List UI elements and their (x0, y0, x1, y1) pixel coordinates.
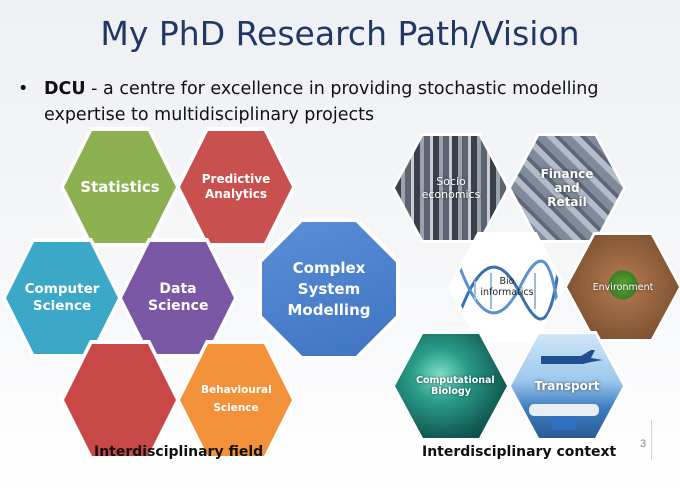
bioinformatics-label: Bio informatics (480, 276, 534, 298)
dna-helix-icon (457, 259, 561, 321)
context-hex-transport: Transport (511, 334, 623, 438)
airplane-icon (529, 350, 603, 430)
environment-label: Environment (592, 281, 654, 293)
transport-label: Transport (534, 379, 600, 393)
caption-interdisciplinary-context: Interdisciplinary context (422, 444, 617, 460)
caption-interdisciplinary-field: Interdisciplinary field (94, 444, 264, 460)
hex-computer-science-label: Computer Science (24, 281, 100, 314)
complex-system-modelling-octagon: Complex System Modelling (262, 222, 396, 356)
page-number-divider (651, 420, 652, 460)
bullet-text: DCU - a centre for excellence in providi… (44, 76, 644, 128)
finance-retail-label: Finance and Retail (540, 167, 594, 209)
hex-behavioural-science-label: Behavioural Science (201, 384, 272, 414)
hex-statistics-label: Statistics (80, 177, 160, 196)
bullet-body-text: - a centre for excellence in providing s… (44, 79, 599, 125)
bullet-bold-text: DCU (44, 79, 86, 99)
socio-economics-label: Socio economics (421, 175, 481, 201)
complex-system-modelling-label: Complex System Modelling (287, 258, 371, 319)
hex-predictive-analytics-label: Predictive Analytics (201, 172, 271, 201)
context-hex-finance-retail: Finance and Retail (511, 136, 623, 240)
slide-title: My PhD Research Path/Vision (100, 14, 580, 53)
context-hex-environment: Environment (567, 235, 679, 339)
hex-data-science: Data Science (122, 242, 234, 354)
hex-statistics: Statistics (64, 131, 176, 243)
bullet-marker: • (18, 79, 29, 99)
computational-biology-label: Computational Biology (416, 375, 495, 397)
hex-data-science-label: Data Science (148, 280, 209, 315)
page-number: 3 (640, 438, 647, 450)
